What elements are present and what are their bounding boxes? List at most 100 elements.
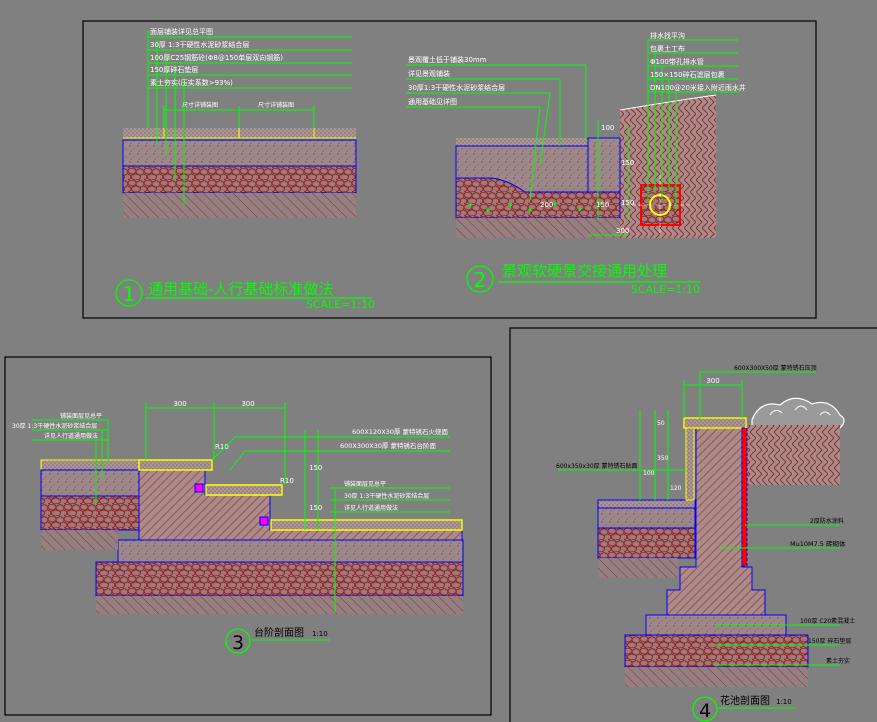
detail1-title: 通用基础-人行基础标准做法: [148, 280, 333, 298]
detail2-left-note-2: 30厚1:3干硬性水泥砂浆结合层: [408, 83, 505, 92]
detail4-gravel: [597, 527, 696, 559]
detail4-scale: 1:10: [776, 698, 792, 706]
detail4-gravel-base: [624, 634, 809, 668]
detail3-dim-1: 300: [241, 400, 254, 408]
detail3-tread-2: [205, 484, 283, 496]
detail2-curb: [587, 137, 621, 193]
detail1-gravel-layer: [122, 165, 357, 194]
detail4-section: 300 50 350 100 120 600X300X50厚 蒙特锈石压顶 60…: [556, 364, 855, 722]
detail3-gravel: [95, 561, 464, 597]
detail3-right-note-2: 铺装面层见总平: [344, 480, 386, 488]
detail3-title: 台阶剖面图: [254, 626, 304, 639]
detail3-tread-1: [138, 459, 213, 471]
detail2-right-note-4: DN100@20米接入附近雨水井: [650, 83, 746, 92]
detail3-right-note-0: 600X120X30厚 蒙特锈石火烧面: [352, 427, 449, 436]
detail4-dim-0: 300: [706, 377, 719, 385]
detail3-number: 3: [232, 632, 244, 654]
detail2-number-circle: [466, 265, 494, 293]
detail2-right-note-0: 排水找平沟: [650, 31, 685, 40]
detail3-dim-2: 150: [309, 464, 322, 472]
detail2-soil: [456, 218, 620, 238]
detail1-number: 1: [123, 282, 136, 306]
detail3-scale: 1:10: [312, 630, 328, 638]
detail4-dim-3: 100: [643, 470, 655, 477]
detail1-concrete-layer: [122, 139, 357, 167]
detail3-dim-3: 150: [309, 504, 322, 512]
detail4-dim-1: 50: [657, 420, 665, 427]
detail3-right-note-4: 详见人行道通用做法: [344, 504, 398, 512]
detail4-dim-2: 350: [657, 455, 669, 462]
detail1-note-3: 150厚碎石垫层: [150, 65, 198, 74]
detail2-left-note-3: 通用基础见详图: [408, 97, 457, 106]
detail2-dim-5: 150: [596, 201, 609, 209]
detail2-dim-0: 100: [601, 124, 614, 132]
detail4-soil-base: [625, 667, 808, 687]
detail3-upper-paving: [40, 459, 140, 471]
detail2-dim-4: 200: [540, 201, 553, 209]
detail4-concrete: [597, 507, 696, 529]
detail1-section: 尺寸详铺装图 尺寸详铺装图 面层铺装详见总平图 30厚 1:3干硬性水泥砂浆结合…: [115, 27, 375, 311]
detail1-number-circle: [115, 279, 143, 307]
detail3-section: 300 300 R10 R10 150 150 铺装面层见总平 30厚 1:3干…: [12, 400, 464, 654]
detail2-dim-3: 300: [616, 227, 629, 235]
detail4-shrub: [751, 397, 845, 429]
detail4-note-2: 2厚防水涂料: [810, 517, 844, 525]
detail1-note-4: 素土夯实(压实系数>93%): [150, 78, 233, 87]
detail1-note-2: 100厚C25钢筋砼(Φ8@150单层双向钢筋): [150, 53, 283, 62]
detail3-base-slab: [117, 539, 464, 563]
detail1-note-1: 30厚 1:3干硬性水泥砂浆结合层: [150, 40, 249, 49]
detail1-soil-layer: [123, 193, 356, 218]
detail1-dim-left: 尺寸详铺装图: [182, 101, 218, 109]
detail4-paving: [597, 499, 696, 509]
top-panel-frame: [82, 20, 817, 319]
detail4-note-6: 素土夯实: [826, 657, 850, 665]
panel4-frame: [509, 327, 877, 722]
detail4-number: 4: [699, 700, 711, 722]
detail4-cladding: [685, 427, 695, 501]
detail3-dim-0: 300: [173, 400, 186, 408]
detail3-radius-1: R10: [280, 477, 294, 485]
detail3-soil: [96, 596, 463, 614]
detail1-note-0: 面层铺装详见总平图: [150, 27, 213, 36]
detail4-planting-soil: [748, 425, 840, 485]
detail3-left-note-2: 详见人行道通用做法: [44, 432, 98, 440]
detail2-left-note-1: 详见景观铺装: [408, 69, 450, 78]
detail2-dim-1: 150: [621, 159, 634, 167]
detail3-left-note-0: 铺装面层见总平: [60, 412, 102, 420]
detail4-waterproofing: [741, 427, 748, 567]
detail3-nosing-2: [259, 516, 269, 526]
panel3-frame: [4, 356, 492, 716]
detail4-title: 花池剖面图: [720, 694, 770, 707]
detail2-scale: SCALE=1:10: [631, 283, 700, 296]
detail4-note-4: 100厚 C20素混凝土: [800, 617, 855, 625]
detail2-dim-2: 150: [621, 199, 634, 207]
detail3-upper-concrete: [40, 469, 140, 497]
detail4-soil-left: [598, 558, 678, 578]
detail3-upper-gravel: [40, 495, 140, 531]
detail1-scale: SCALE=1:10: [306, 298, 375, 311]
detail3-lower-paving: [270, 519, 463, 531]
detail3-right-note-1: 600X300X30厚 蒙特锈石台阶面: [340, 441, 437, 450]
detail2-left-note-0: 景观覆土低于铺装30mm: [408, 55, 487, 64]
detail4-note-5: 150厚 碎石垫层: [808, 637, 851, 645]
detail2-number: 2: [474, 268, 487, 292]
detail4-note-0: 600X300X50厚 蒙特锈石压顶: [734, 364, 817, 372]
detail4-dim-4: 120: [670, 485, 682, 492]
detail3-nosing-1: [194, 483, 204, 493]
detail3-step-body: [138, 469, 463, 541]
detail3-right-note-3: 30厚 1:3干硬性水泥砂浆结合层: [344, 492, 429, 500]
detail1-dim-right: 尺寸详铺装图: [258, 101, 294, 109]
detail3-upper-soil: [41, 530, 118, 550]
detail4-coping: [683, 417, 747, 429]
detail3-radius-0: R10: [215, 443, 229, 451]
detail2-section: 100 150 150 300 200 150 景观覆土低于铺装30mm 详见景…: [406, 31, 746, 296]
detail4-note-1: 600x350x30厚 蒙特锈石贴面: [556, 462, 638, 470]
detail3-number-circle: [225, 628, 251, 654]
detail2-title: 景观软硬景交接通用处理: [502, 262, 667, 280]
detail2-right-note-1: 包裹土工布: [650, 44, 685, 53]
detail2-paving-layer: [456, 138, 588, 146]
detail4-number-circle: [692, 696, 718, 722]
detail2-right-note-3: 150×150碎石滤层包裹: [650, 70, 725, 79]
detail4-note-3: Mu10M7.5 砖砌体: [790, 539, 846, 548]
